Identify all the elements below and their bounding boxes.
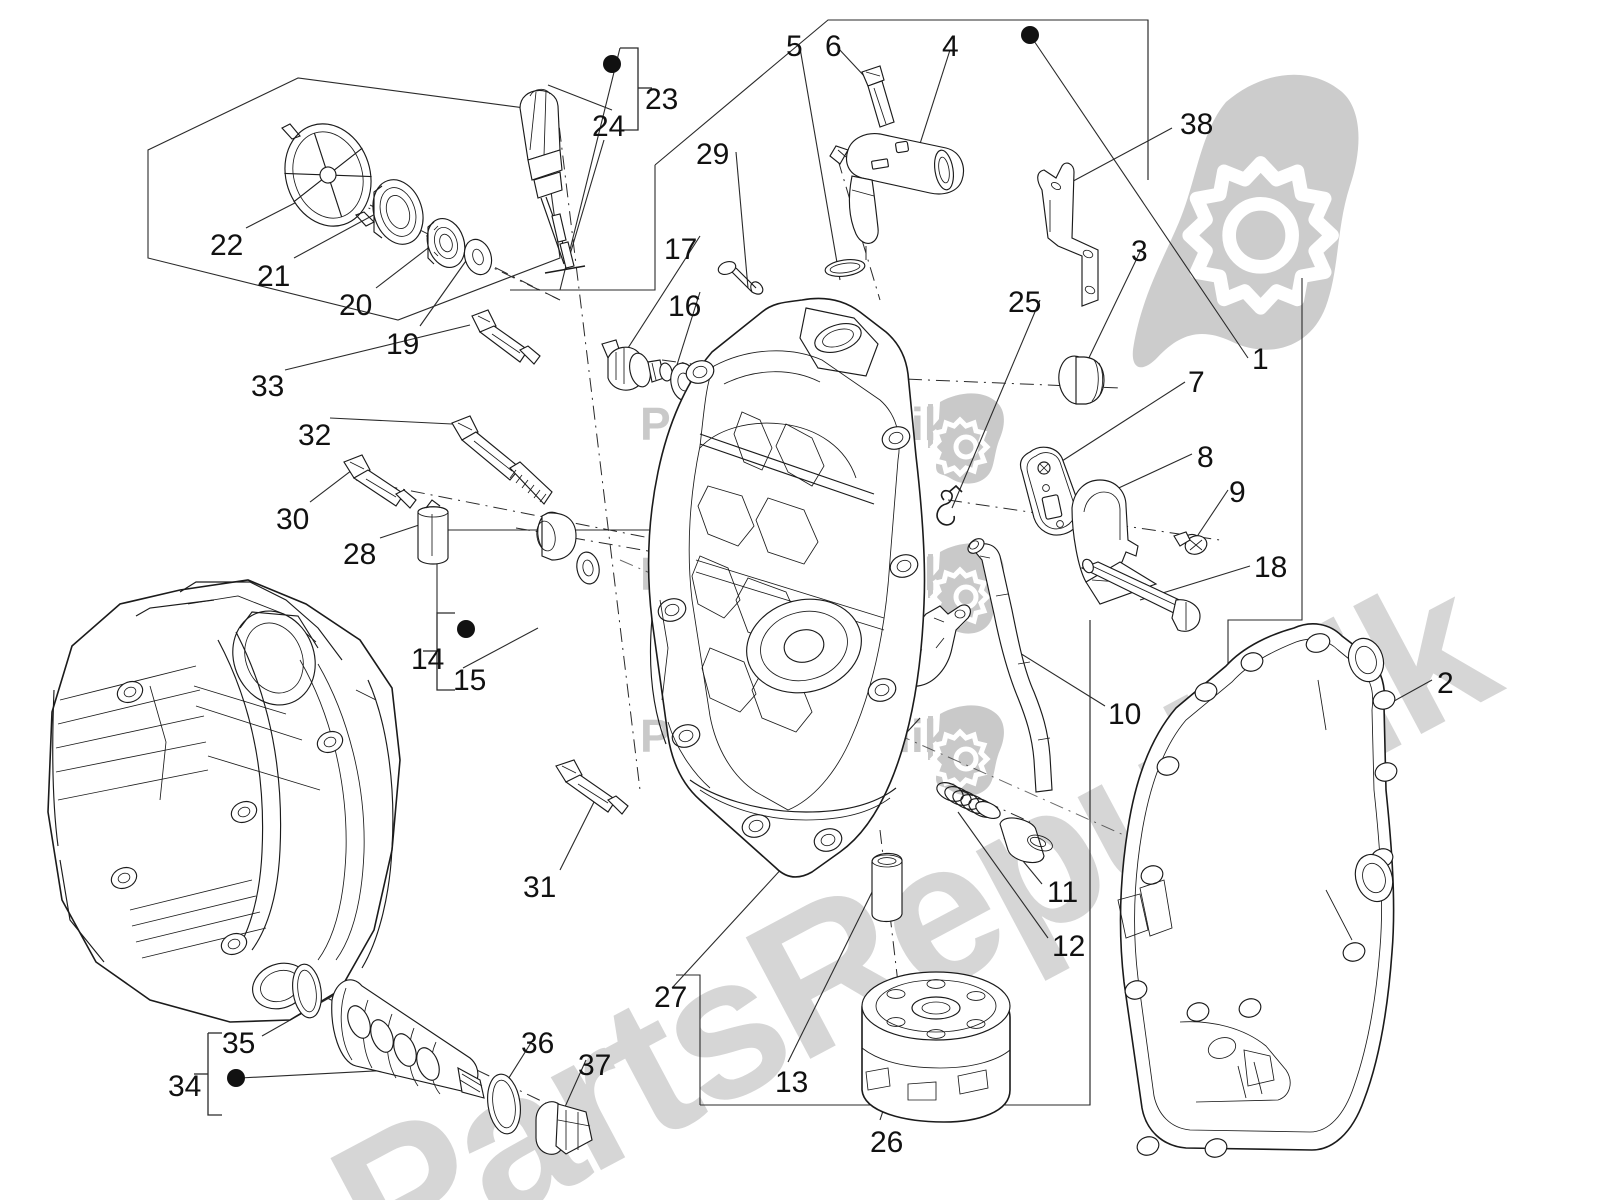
part-15-spacer [576, 551, 600, 585]
callout-35-o-ring[interactable]: 35 [222, 1027, 256, 1060]
engine-crankcase-half [47, 579, 401, 1023]
callout-22-impeller[interactable]: 22 [210, 229, 244, 262]
part-36-o-ring [487, 1073, 521, 1135]
part-21-oil-seal [372, 179, 424, 245]
part-3-cap-plug [1058, 355, 1105, 405]
part-38-cable-bracket [1037, 162, 1099, 307]
part-7-oil-jet-plate [1019, 446, 1081, 536]
part-31-bolt [555, 759, 629, 815]
part-1-flywheel-magneto-cover [647, 297, 926, 878]
part-18-dowel-pin [1080, 558, 1201, 632]
callout-5-o-ring[interactable]: 5 [786, 30, 803, 63]
part-19-washer [463, 238, 493, 276]
part-24-dipstick [519, 88, 586, 274]
part-20-bearing [426, 218, 466, 268]
callout-20-bearing[interactable]: 20 [339, 289, 373, 322]
callout-27-cover-group[interactable]: 27 [654, 981, 688, 1014]
part-33-bolt [471, 309, 541, 365]
callout-28-dowel[interactable]: 28 [343, 538, 377, 571]
group-dot-34 [227, 1069, 245, 1087]
callout-9-screw[interactable]: 9 [1229, 476, 1246, 509]
callout-15-bearing[interactable]: 15 [453, 664, 487, 697]
callout-6-screw[interactable]: 6 [825, 30, 842, 63]
part-2-cover-gasket [1117, 623, 1398, 1158]
callout-8-oil-deflector[interactable]: 8 [1197, 441, 1214, 474]
callout-33-bolt[interactable]: 33 [251, 370, 285, 403]
part-15-bearing [536, 511, 577, 561]
callout-30-bolt[interactable]: 30 [276, 503, 310, 536]
group-dot-23 [603, 55, 621, 73]
callout-31-bolt[interactable]: 31 [523, 871, 557, 904]
callout-36-o-ring[interactable]: 36 [521, 1027, 555, 1060]
part-9-screw [1173, 531, 1208, 555]
part-37-drain-plug [535, 1101, 593, 1155]
callout-14-bearing-group[interactable]: 14 [411, 643, 445, 676]
callout-32-long-bolt[interactable]: 32 [298, 419, 332, 452]
part-4-oil-pump-body [829, 133, 965, 244]
part-30-bolt [343, 454, 417, 509]
part-34-oil-strainer [331, 979, 485, 1099]
callout-24-dipstick[interactable]: 24 [592, 110, 626, 143]
part-35-o-ring [292, 963, 322, 1019]
part-6-screw [861, 65, 895, 128]
callout-13-bushing[interactable]: 13 [775, 1066, 809, 1099]
callout-37-drain-plug[interactable]: 37 [578, 1049, 612, 1082]
part-12-spring [936, 782, 1001, 819]
callout-18-dowel-pin[interactable]: 18 [1254, 551, 1288, 584]
part-17-oil-pressure-switch [601, 339, 673, 391]
group-dot-1 [1021, 26, 1039, 44]
callout-21-oil-seal[interactable]: 21 [257, 260, 291, 293]
part-29-safety-clip [717, 261, 764, 295]
callout-38-bracket[interactable]: 38 [1180, 108, 1214, 141]
callout-17-oil-pressure-switch[interactable]: 17 [664, 233, 698, 266]
callout-10-oil-pipe[interactable]: 10 [1108, 698, 1142, 731]
part-32-long-bolt [451, 415, 553, 505]
part-26-oil-filter [861, 971, 1011, 1123]
part-22-impeller [281, 123, 375, 227]
part-28-dowel [417, 499, 449, 565]
callout-19-washer[interactable]: 19 [386, 328, 420, 361]
callout-25-clip[interactable]: 25 [1008, 286, 1042, 319]
callout-7-oil-jet-plate[interactable]: 7 [1188, 366, 1205, 399]
part-11-sleeve [999, 817, 1053, 864]
part-13-bushing [871, 852, 903, 923]
callout-11-sleeve[interactable]: 11 [1047, 876, 1079, 909]
callout-1-cover[interactable]: 1 [1252, 343, 1269, 376]
callout-23-dipstick-group[interactable]: 23 [645, 83, 679, 116]
callout-4-oil-pump-body[interactable]: 4 [942, 30, 959, 63]
callout-3-plug-cap[interactable]: 3 [1131, 235, 1148, 268]
part-5-o-ring [824, 259, 866, 277]
part-10-oil-pipe [967, 538, 1053, 793]
callout-12-spring[interactable]: 12 [1052, 930, 1086, 963]
callout-16-washer[interactable]: 16 [668, 290, 702, 323]
callout-34-strainer-group[interactable]: 34 [168, 1070, 202, 1103]
group-dot-14 [457, 620, 475, 638]
group-marker-dots [227, 26, 1039, 1087]
part-25-clip [936, 484, 963, 526]
callout-2-gasket[interactable]: 2 [1437, 667, 1454, 700]
callout-26-oil-filter[interactable]: 26 [870, 1126, 904, 1159]
callout-29-safety-clip[interactable]: 29 [696, 138, 730, 171]
